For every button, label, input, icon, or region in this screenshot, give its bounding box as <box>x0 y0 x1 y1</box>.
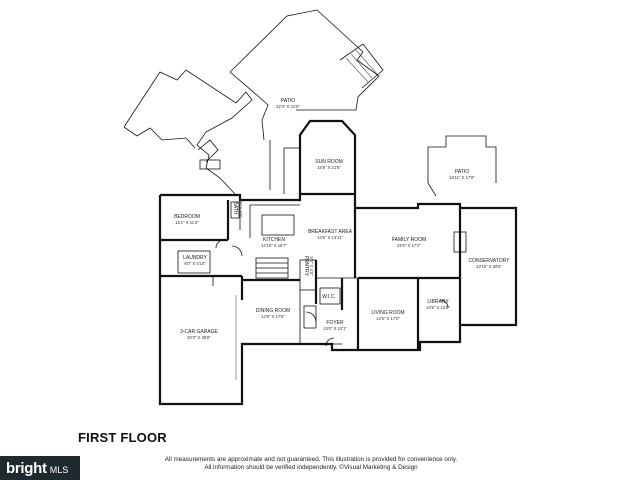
dining-room-label: DINING ROOM <box>256 308 290 314</box>
foyer-label: FOYER <box>326 320 344 326</box>
family-room-dim: 25'0" X 17'2" <box>397 243 421 248</box>
bedroom-label: BEDROOM <box>174 214 200 220</box>
house-walls <box>158 192 518 406</box>
disclaimer-line-1: All measurements are approximate and not… <box>164 456 458 463</box>
garage-label: 3-CAR GARAGE <box>180 329 218 335</box>
bedroom-dim: 15'1" X 11'3" <box>175 220 199 225</box>
laundry-dim: 6'0" X 5'10" <box>184 261 206 266</box>
room-labels: PATIO 32'3" X 41'0" SUN ROOM 16'8" X 21'… <box>174 98 510 340</box>
dining-room-dim: 14'8" X 17'5" <box>261 314 285 319</box>
patio-right-label: PATIO <box>455 169 469 175</box>
bright-mls-logo: bright MLS <box>0 456 80 480</box>
breakfast-dim: 13'5" X 13'11" <box>317 235 343 240</box>
garage-dim: 20'3" X 38'6" <box>187 335 211 340</box>
patio-right-outline <box>427 135 497 197</box>
library-label: LIBRARY <box>427 299 449 305</box>
patio-main-outline <box>123 9 384 195</box>
patio-main-dim: 32'3" X 41'0" <box>276 104 300 109</box>
logo-name: bright <box>6 459 47 477</box>
sun-room-label: SUN ROOM <box>315 159 343 165</box>
living-room-dim: 14'5" X 17'0" <box>376 316 400 321</box>
floor-title: FIRST FLOOR <box>78 430 167 445</box>
patio-main-label: PATIO <box>281 98 295 104</box>
sun-room-dim: 16'8" X 21'6" <box>317 165 341 170</box>
disclaimer-line-2: All information should be verified indep… <box>204 464 418 471</box>
pantry-label: PANTRY <box>303 256 309 276</box>
logo-suffix: MLS <box>49 464 69 475</box>
library-dim: 10'6" X 12'8" <box>426 305 450 310</box>
foyer-dim: 13'0" X 10'1" <box>323 326 347 331</box>
conservatory-label: CONSERVATORY <box>469 258 511 264</box>
breakfast-label: BREAKFAST AREA <box>308 229 353 235</box>
kitchen-label: KITCHEN <box>263 237 285 243</box>
wic-label: W.I.C. <box>322 294 336 300</box>
laundry-label: LAUNDRY <box>183 255 207 261</box>
pantry-dim: 5'0" X 4'0" <box>309 256 314 276</box>
bath-dim: 8'0" X 6'0" <box>238 198 243 218</box>
patio-right-dim: 16'11" X 17'8" <box>449 175 475 180</box>
conservatory-dim: 13'10" X 28'6" <box>476 264 503 269</box>
living-room-label: LIVING ROOM <box>371 310 404 316</box>
family-room-label: FAMILY ROOM <box>392 237 426 243</box>
kitchen-dim: 14'10" X 16'7" <box>261 243 288 248</box>
bath-label: BATH <box>232 202 238 215</box>
sun-room-outline <box>269 119 357 194</box>
